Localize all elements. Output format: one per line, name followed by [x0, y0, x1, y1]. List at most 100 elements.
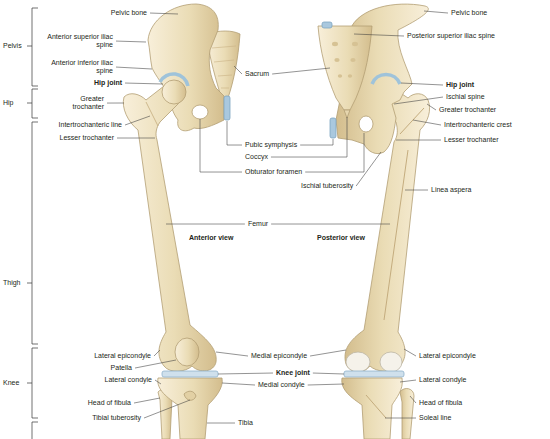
joint-label: Knee joint — [275, 369, 311, 377]
leader-line — [117, 138, 155, 139]
tibia-bone — [342, 378, 403, 439]
knee-joint-cartilage — [344, 371, 404, 377]
part-label: Lesser trochanter — [59, 134, 115, 142]
leader-line — [410, 396, 416, 403]
leader-line — [271, 224, 390, 225]
part-label: Lateral condyle — [418, 376, 467, 384]
part-label: Intertrochanteric crest — [443, 121, 513, 129]
region-label: Knee — [2, 379, 20, 387]
leader-line — [154, 350, 160, 356]
part-label: Soleal line — [418, 414, 452, 422]
leader-line — [394, 97, 443, 104]
leader-line — [144, 400, 190, 418]
part-label: Lateral condyle — [104, 376, 153, 384]
leader-line — [222, 383, 255, 385]
leader-line — [308, 384, 344, 385]
joint-label: Hip joint — [445, 81, 475, 89]
leader-line — [116, 41, 146, 43]
leader-line — [200, 119, 242, 172]
leader-line — [218, 373, 273, 375]
leader-line — [272, 68, 330, 74]
part-label: Head of fibula — [87, 399, 132, 407]
part-label: Linea aspera — [430, 186, 472, 194]
pelvis-bracket — [27, 8, 38, 86]
patella-bone — [175, 338, 199, 366]
view-title: Anterior view — [188, 234, 234, 242]
part-label: Medial epicondyle — [250, 352, 308, 360]
tibia-bone — [158, 378, 223, 439]
leader-line — [305, 133, 364, 172]
leader-line — [216, 352, 248, 356]
part-label: Lesser trochanter — [443, 136, 499, 144]
sacroiliac-cartilage — [322, 22, 332, 28]
sacrum-bone — [318, 26, 372, 110]
leader-line — [310, 350, 346, 356]
part-label: Pubic symphysis — [244, 141, 298, 149]
leader-line — [385, 418, 416, 419]
intertrochanteric-crest — [400, 108, 424, 134]
medial-condyle-surface — [346, 352, 370, 372]
leader-line — [134, 398, 160, 403]
leader-line — [271, 117, 347, 157]
leg-bracket — [32, 422, 38, 439]
leader-line — [401, 83, 443, 85]
leader-line — [427, 104, 436, 110]
leader-line — [405, 190, 428, 191]
region-brackets — [27, 8, 38, 439]
knee-joint-cartilage — [162, 371, 218, 377]
tibial-tuberosity — [184, 391, 196, 400]
leader-line — [135, 360, 176, 368]
part-label: Anterior inferior iliac spine — [44, 59, 114, 75]
part-label: Coccyx — [244, 153, 269, 161]
leader-line — [227, 121, 242, 145]
joint-label: Hip joint — [93, 79, 123, 87]
part-label: Pelvic bone — [110, 9, 148, 17]
part-label: Obturator foramen — [244, 168, 303, 176]
part-label: Greater trochanter — [438, 106, 497, 114]
leader-line — [107, 103, 124, 104]
leader-line — [116, 67, 152, 69]
leader-line — [125, 116, 150, 125]
leader-line — [150, 13, 178, 15]
knee-bracket — [27, 348, 38, 418]
coccyx-bone — [344, 110, 350, 118]
lateral-condyle-surface — [380, 352, 402, 372]
region-label: Hip — [2, 99, 15, 107]
part-label: Medial condyle — [257, 381, 306, 389]
leader-line — [396, 140, 441, 141]
leader-line — [413, 120, 441, 125]
thigh-bracket — [27, 122, 38, 344]
fibula-bone — [400, 389, 414, 439]
leader-line — [404, 349, 416, 356]
part-label: Tibial tuberosity — [91, 414, 142, 422]
intertrochanteric-line — [146, 102, 158, 126]
part-label: Lateral epicondyle — [418, 352, 477, 360]
leader-line — [125, 83, 163, 85]
leader-line — [356, 152, 381, 186]
leader-line — [207, 423, 235, 424]
leader-line — [354, 34, 404, 36]
femoral-head — [162, 80, 186, 104]
sacrum-ridges — [212, 46, 236, 88]
leader-line — [300, 139, 333, 145]
part-label: Ischial spine — [445, 93, 486, 101]
part-label: Greater trochanter — [59, 95, 105, 111]
leader-line — [155, 380, 161, 384]
hip-joint-cartilage — [160, 74, 188, 86]
sacral-foramina — [332, 42, 358, 78]
pubic-symphysis-cartilage — [330, 118, 336, 138]
part-label: Ischial tuberosity — [300, 182, 354, 190]
femur-bone — [123, 86, 216, 371]
view-title: Posterior view — [316, 234, 366, 242]
part-label: Patella — [110, 364, 133, 372]
leader-line — [313, 373, 344, 375]
leader-line — [424, 11, 448, 13]
part-label: Posterior superior iliac spine — [406, 32, 496, 40]
pubic-symphysis-cartilage — [224, 96, 230, 120]
part-label: Head of fibula — [418, 399, 463, 407]
linea-aspera-ridge — [384, 150, 408, 320]
obturator-foramen — [359, 116, 373, 132]
hip-joint-cartilage — [372, 74, 400, 84]
region-label: Thigh — [2, 279, 22, 287]
obturator-foramen — [192, 105, 208, 119]
